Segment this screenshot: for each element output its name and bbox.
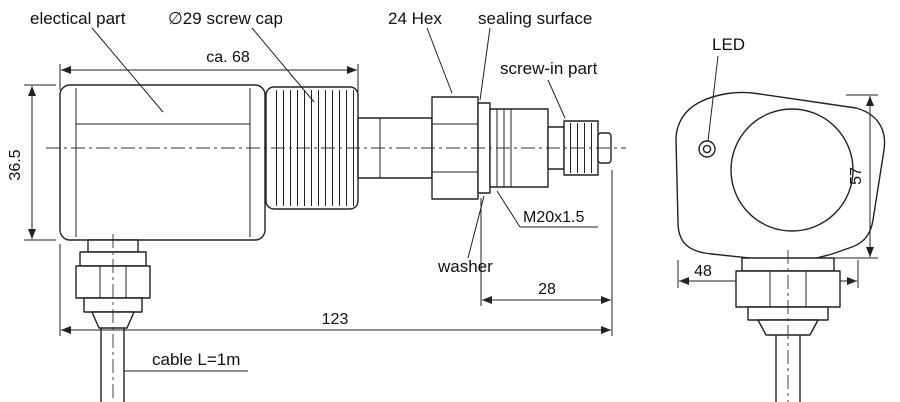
side-view (46, 84, 626, 402)
cable-right (775, 335, 801, 402)
dim-front-height: 57 (848, 167, 865, 185)
front-view: 48 (675, 91, 886, 402)
front-housing (675, 91, 886, 262)
dim-123: 123 (59, 170, 613, 336)
leader-screw-in-part (547, 79, 566, 119)
dimensions: ca. 68 36.5 123 28 57 M2 (7, 49, 878, 336)
leader-led (707, 55, 719, 142)
dim-body-height: 36.5 (7, 149, 24, 180)
dim-thread: M20x1.5 (523, 209, 584, 226)
front-window-circle (730, 108, 854, 232)
dim-total-length: 123 (322, 311, 349, 328)
leader-sealing-surface (479, 27, 491, 101)
label-cable: cable L=1m (152, 350, 240, 369)
label-electrical-part: electical part (30, 9, 126, 28)
dim-tip-length: 28 (538, 281, 556, 298)
label-washer: washer (437, 257, 493, 276)
leader-hex (426, 27, 453, 94)
labels: electical part ∅29 screw cap 24 Hex seal… (30, 9, 745, 372)
dim-28: 28 (480, 198, 611, 306)
dim-36-5: 36.5 (7, 84, 56, 241)
dim-57: 57 (826, 94, 878, 259)
neck (357, 117, 433, 179)
leader-washer (467, 195, 485, 259)
label-sealing-surface: sealing surface (478, 9, 592, 28)
dim-front-width: 48 (694, 263, 712, 280)
label-screw-cap: ∅29 screw cap (168, 9, 283, 28)
label-screw-in-part: screw-in part (500, 59, 598, 78)
leader-screw-cap (251, 27, 315, 103)
leader-electrical-part (91, 27, 164, 113)
dim-ca68: ca. 68 (59, 49, 359, 92)
led-indicator (698, 140, 716, 158)
electrical-housing (59, 84, 266, 241)
label-hex: 24 Hex (388, 9, 442, 28)
dim-m20: M20x1.5 (496, 190, 598, 228)
dim-length-cap: ca. 68 (206, 49, 250, 66)
label-led: LED (712, 35, 745, 54)
cable-left (100, 328, 125, 402)
